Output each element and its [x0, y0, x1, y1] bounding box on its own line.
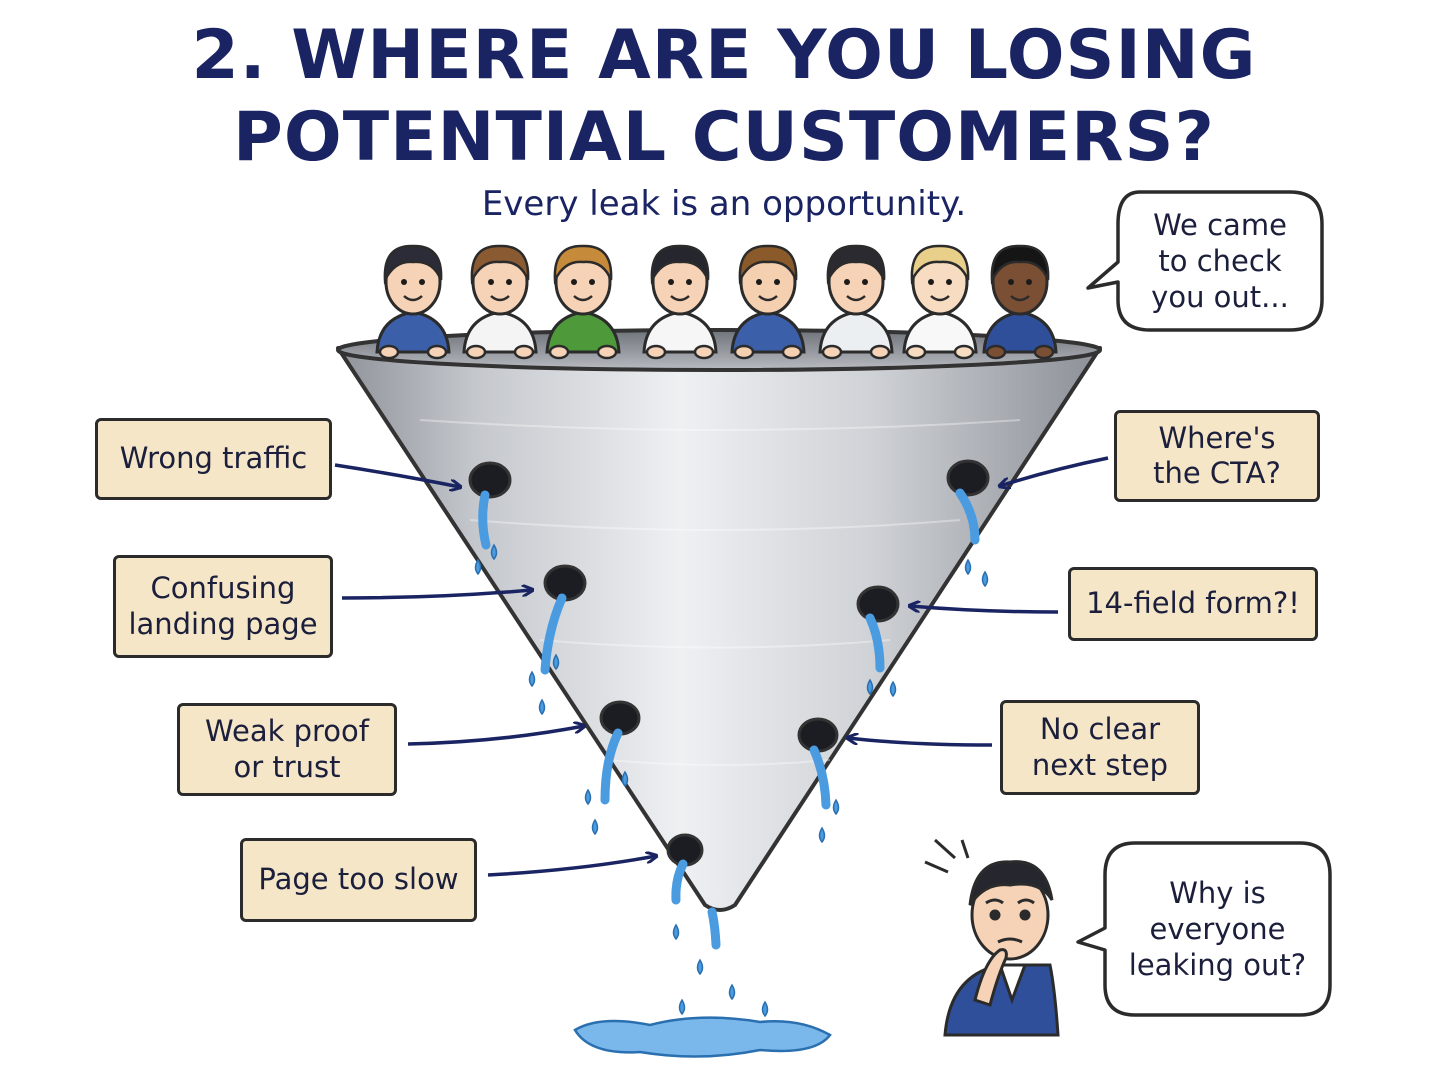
- speech-bottom-text: Why is everyone leaking out?: [1128, 875, 1307, 983]
- arrow-page-slow: [487, 856, 656, 877]
- hole-next-step: [797, 717, 839, 753]
- hole-cta: [946, 459, 990, 497]
- arrows-right: [848, 456, 1109, 747]
- customer-4: [642, 244, 718, 360]
- customer-1: [375, 244, 451, 360]
- arrow-wrong-traffic: [334, 463, 460, 487]
- speech-bubble-bottom: [1076, 841, 1332, 1017]
- arrows-left: [334, 463, 656, 877]
- water-streams: [478, 488, 980, 950]
- customer-3: [545, 244, 621, 360]
- leak-holes: [468, 459, 990, 867]
- label-weak-proof: Weak proof or trust: [177, 703, 397, 796]
- title-line-2: POTENTIAL CUSTOMERS?: [233, 98, 1215, 177]
- crowd-of-customers: [375, 244, 1058, 360]
- subtitle: Every leak is an opportunity.: [481, 184, 967, 224]
- label-where-cta: Where's the CTA?: [1114, 410, 1320, 502]
- customer-7: [902, 244, 978, 360]
- worried-man: [924, 838, 1060, 1037]
- water-puddle: [573, 1016, 832, 1058]
- water-droplets: [474, 543, 989, 1018]
- customer-2: [462, 244, 538, 360]
- customer-5: [730, 244, 806, 360]
- arrow-weak-proof: [407, 726, 584, 746]
- label-confusing-landing-page: Confusing landing page: [113, 555, 333, 658]
- speech-top-text: We came to check you out...: [1151, 207, 1289, 315]
- arrow-next-step: [848, 738, 993, 747]
- arrow-confusing-page: [341, 590, 532, 600]
- speech-bubble-top: [1086, 190, 1324, 332]
- hole-form: [856, 585, 900, 623]
- label-page-too-slow: Page too slow: [240, 838, 477, 922]
- customer-6: [818, 244, 894, 360]
- label-wrong-traffic: Wrong traffic: [95, 418, 332, 500]
- label-no-clear-next-step: No clear next step: [1000, 700, 1200, 795]
- label-14-field-form: 14-field form?!: [1068, 567, 1318, 641]
- hole-wrong-traffic: [468, 461, 512, 499]
- funnel-body: [336, 346, 1102, 912]
- title-line-1: 2. WHERE ARE YOU LOSING: [191, 16, 1257, 95]
- customer-8: [982, 244, 1058, 360]
- arrow-cta: [1000, 456, 1109, 486]
- arrow-form: [910, 606, 1059, 614]
